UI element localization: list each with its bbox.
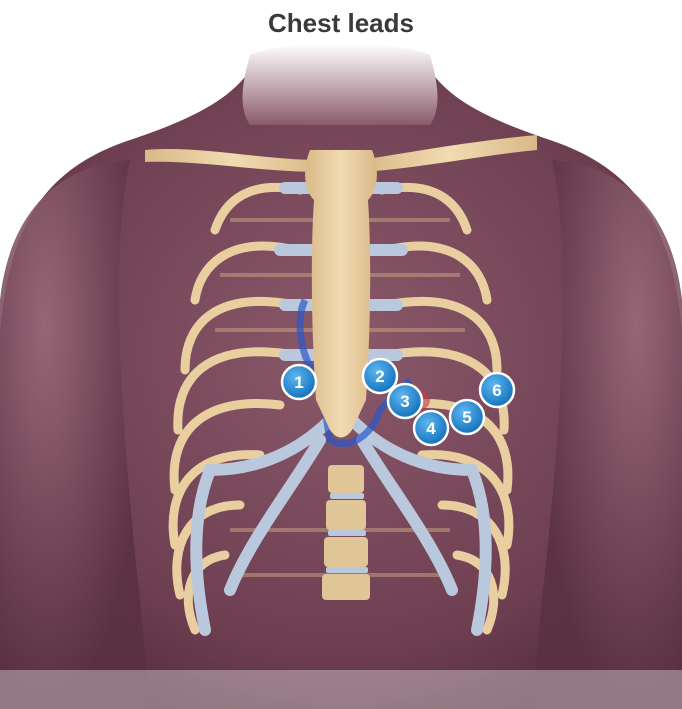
- lead-v5: 5: [450, 400, 484, 434]
- lead-v3: 3: [388, 384, 422, 418]
- lead-v5-label: 5: [462, 408, 471, 427]
- lead-v4: 4: [414, 411, 448, 445]
- sternum: [305, 150, 377, 438]
- lead-v2-label: 2: [375, 367, 384, 386]
- lead-v6: 6: [480, 373, 514, 407]
- lead-v4-label: 4: [426, 419, 436, 438]
- neck: [243, 44, 438, 125]
- lead-v3-label: 3: [400, 392, 409, 411]
- lead-v2: 2: [363, 359, 397, 393]
- lead-v1-label: 1: [294, 373, 303, 392]
- lead-v6-label: 6: [492, 381, 501, 400]
- lead-v1: 1: [282, 365, 316, 399]
